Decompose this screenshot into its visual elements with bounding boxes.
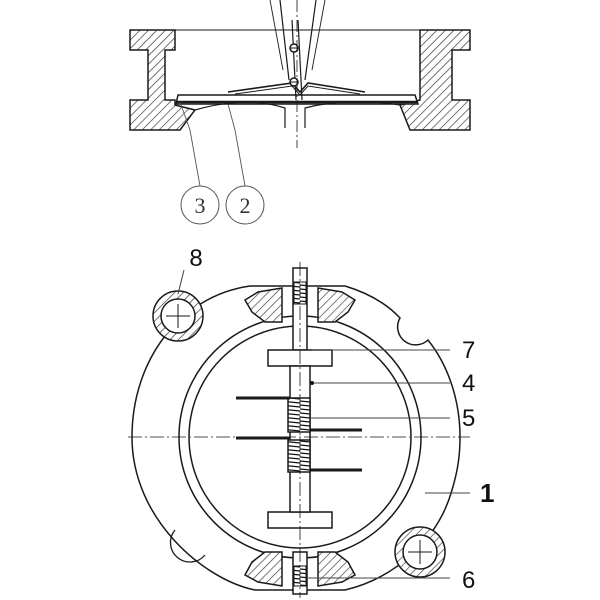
bolt-hole-bottom-right — [394, 526, 446, 578]
body-left-wall — [129, 29, 197, 131]
front-view — [128, 262, 470, 598]
section-leaders — [179, 101, 246, 187]
section-view — [129, 0, 471, 148]
front-leaders — [177, 269, 470, 579]
bottom-boss — [243, 551, 283, 587]
disc-plate — [227, 82, 366, 94]
callout-2: 2 — [225, 185, 265, 225]
callout-3: 3 — [180, 185, 220, 225]
label-3: 3 — [195, 193, 206, 218]
spring-upper — [287, 397, 311, 433]
spring-lower — [287, 439, 311, 473]
body-right-wall — [398, 29, 471, 131]
label-2: 2 — [240, 193, 251, 218]
leader-dots — [310, 381, 314, 385]
label-4: 4 — [462, 370, 475, 397]
label-5: 5 — [462, 405, 475, 432]
label-6: 6 — [462, 567, 475, 594]
label-1: 1 — [480, 478, 494, 508]
label-7: 7 — [462, 337, 475, 364]
part-labels: 8 7 4 5 1 6 — [189, 245, 494, 594]
label-8: 8 — [189, 245, 202, 272]
bolt-hole-top-left — [152, 290, 204, 342]
top-boss — [243, 287, 283, 323]
